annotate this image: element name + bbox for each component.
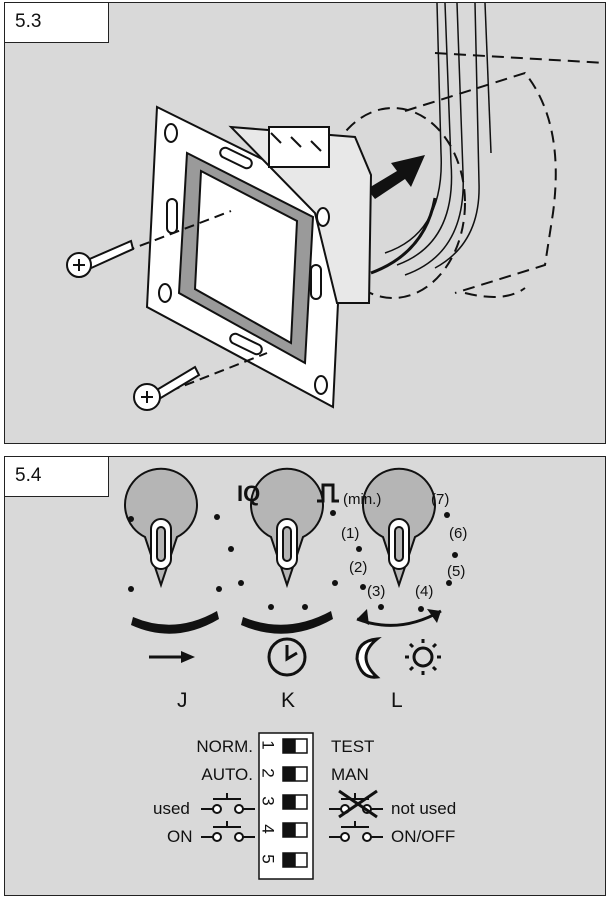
range-arc-j	[131, 611, 219, 634]
range-arc-l	[356, 609, 442, 627]
dip-number-4: 4	[258, 824, 278, 834]
rotary-knob-l	[362, 467, 436, 589]
knob-k-letter: K	[281, 689, 296, 712]
rotary-knob-k	[250, 467, 324, 589]
installation-illustration	[66, 3, 606, 411]
iq-label: IQ	[237, 481, 261, 506]
dip-right-label-1: TEST	[331, 737, 375, 756]
sun-icon	[405, 639, 441, 675]
dip-left-label-1: NORM.	[196, 737, 253, 756]
moon-icon	[355, 637, 382, 679]
knob-l-position-min: (min.)	[343, 491, 382, 508]
panel-number: 5.3	[5, 3, 109, 43]
flush-mounting-box	[320, 52, 606, 299]
clock-icon	[267, 637, 307, 677]
contact-symbol-not-used	[329, 789, 383, 819]
knob-l-position-1: (1)	[341, 525, 360, 542]
pulse-icon	[317, 483, 339, 503]
contact-symbol-on	[201, 821, 255, 842]
dip-left-label-2: AUTO.	[201, 765, 253, 784]
knob-l-position-4: (4)	[415, 583, 434, 600]
contact-symbol-used	[201, 793, 255, 814]
insert-arrow-icon	[367, 155, 425, 199]
settings-illustration	[124, 467, 458, 880]
range-arc-k	[241, 611, 333, 634]
mounting-frame	[145, 105, 373, 409]
dip-left-label-4: ON	[167, 827, 193, 846]
knob-l-letter: L	[391, 689, 403, 712]
screw-icon	[133, 352, 268, 411]
rotary-knob-j	[124, 467, 198, 589]
knob-l-position-5: (5)	[447, 563, 466, 580]
cables	[370, 3, 492, 276]
dip-left-label-3: used	[153, 799, 190, 818]
position-dots	[128, 510, 458, 612]
knob-l-position-7: (7)	[431, 491, 450, 508]
dip-right-label-2: MAN	[331, 765, 369, 784]
dip-right-label-3: not used	[391, 799, 457, 818]
dip-number-5: 5	[258, 854, 278, 864]
knob-l-position-6: (6)	[449, 525, 468, 542]
screw-icon	[66, 210, 232, 278]
dip-switch-body	[258, 732, 314, 880]
arc-arrow-left-icon	[357, 609, 369, 625]
contact-symbol-on-off	[329, 821, 383, 842]
installation-panel: 5.3	[4, 2, 606, 444]
arc-arrow-right-icon	[427, 609, 441, 623]
dip-number-3: 3	[258, 796, 278, 806]
panel-number: 5.4	[5, 457, 109, 497]
settings-panel: 5.4 IQ (min.) (1) (2) (3) (4) (5) (6) (7…	[4, 456, 606, 896]
dip-right-label-4: ON/OFF	[391, 827, 456, 846]
knob-l-position-3: (3)	[367, 583, 386, 600]
knob-j-letter: J	[177, 689, 188, 712]
dip-number-2: 2	[258, 768, 278, 778]
knob-l-position-2: (2)	[349, 559, 368, 576]
dip-number-1: 1	[258, 740, 278, 750]
